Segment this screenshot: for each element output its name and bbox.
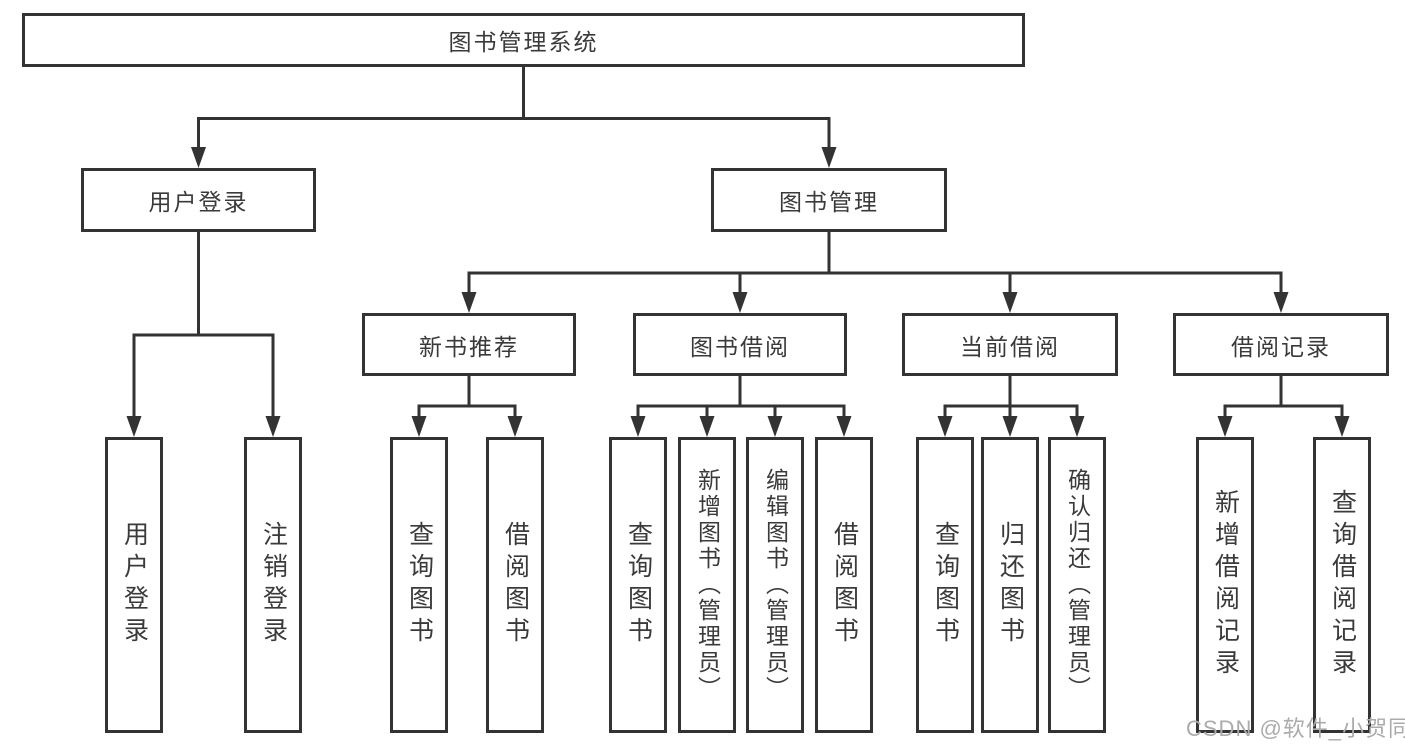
node-user-login: 用户登录 [81, 168, 316, 232]
leaf-confirm-return-admin: 确认归还（管理员） [1048, 437, 1106, 733]
node-new-book-recommend: 新书推荐 [362, 313, 576, 376]
node-borrow-records: 借阅记录 [1173, 313, 1389, 376]
leaf-label: 用户登录 [120, 521, 149, 649]
leaf-logout: 注销登录 [244, 437, 302, 733]
leaf-borrow-books: 借阅图书 [815, 437, 873, 733]
leaf-label: 查询图书 [405, 521, 434, 649]
leaf-label: 确认归还（管理员） [1064, 468, 1091, 702]
leaf-query-books-current: 查询图书 [916, 437, 974, 733]
node-book-management: 图书管理 [711, 168, 947, 232]
node-label: 借阅记录 [1231, 333, 1331, 360]
leaf-add-borrow-record: 新增借阅记录 [1196, 437, 1254, 733]
leaf-label: 借阅图书 [830, 521, 859, 649]
leaf-borrow-books-recommend: 借阅图书 [486, 437, 544, 733]
leaf-add-book-admin: 新增图书（管理员） [678, 437, 736, 733]
leaf-user-login: 用户登录 [105, 437, 163, 733]
node-label: 当前借阅 [960, 333, 1060, 360]
node-current-borrow: 当前借阅 [902, 313, 1118, 376]
leaf-label: 新增借阅记录 [1211, 489, 1240, 681]
node-label: 图书管理系统 [448, 29, 599, 55]
leaf-query-borrow-record: 查询借阅记录 [1313, 437, 1371, 733]
leaf-label: 查询图书 [931, 521, 960, 649]
leaf-edit-book-admin: 编辑图书（管理员） [746, 437, 804, 733]
leaf-return-book: 归还图书 [981, 437, 1039, 733]
node-label: 图书管理 [779, 189, 879, 215]
node-root-library-system: 图书管理系统 [22, 13, 1025, 67]
node-label: 图书借阅 [690, 333, 790, 360]
leaf-query-books-borrow: 查询图书 [609, 437, 667, 733]
leaf-label: 借阅图书 [501, 521, 530, 649]
leaf-label: 编辑图书（管理员） [762, 468, 789, 702]
node-book-borrow: 图书借阅 [633, 313, 847, 376]
leaf-label: 新增图书（管理员） [694, 468, 721, 702]
csdn-watermark: CSDN @软件_小贺同学 [1186, 716, 1405, 741]
leaf-label: 查询图书 [624, 521, 653, 649]
leaf-label: 归还图书 [996, 521, 1025, 649]
node-label: 用户登录 [148, 189, 249, 215]
leaf-label: 注销登录 [259, 521, 288, 649]
node-label: 新书推荐 [419, 333, 519, 360]
leaf-query-books-recommend: 查询图书 [390, 437, 448, 733]
leaf-label: 查询借阅记录 [1328, 489, 1357, 681]
